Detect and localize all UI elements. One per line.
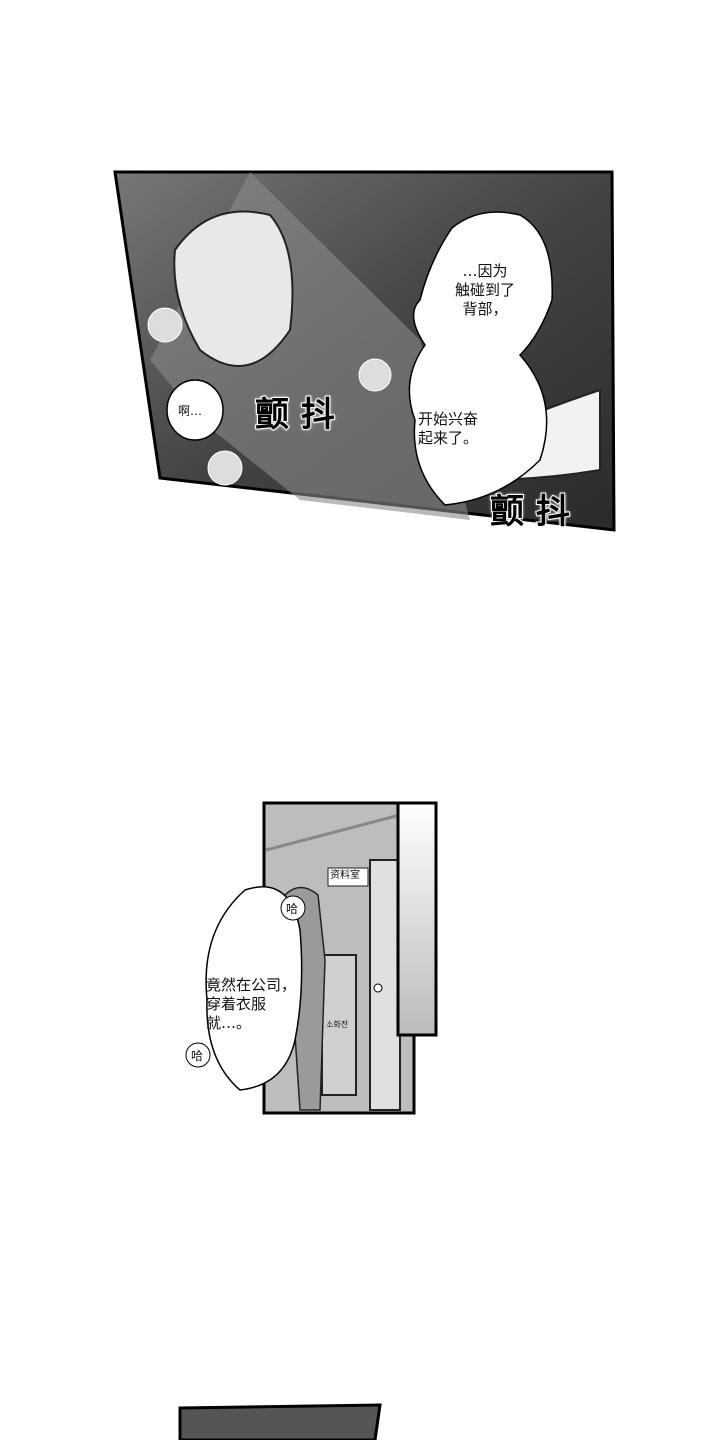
sfx-tremble-left: 颤 抖 (254, 394, 336, 436)
character-hair (173, 210, 294, 367)
panel-1 (113, 170, 616, 532)
speech-bubble (205, 886, 303, 1091)
panel-3 (178, 1403, 382, 1440)
sfx-pant-bottom: 哈 (191, 1049, 204, 1063)
dialogue-touched-back: …因为 触碰到了 背部， (455, 262, 516, 318)
dialogue-at-office: 竟然在公司， 穿着衣服 就…。 (206, 976, 297, 1032)
sfx-pant-top: 哈 (286, 902, 299, 916)
speech-bubble-main (408, 211, 553, 506)
cabinet-label: 소화전 (326, 1020, 349, 1029)
door (369, 859, 401, 1111)
speech-bubble-small (166, 379, 224, 441)
room-sign-text: 资料室 (330, 870, 360, 881)
dialogue-getting-excited: 开始兴奋 起来了。 (418, 410, 479, 447)
room-sign (327, 867, 369, 887)
panel-2 (185, 801, 438, 1115)
dialogue-ah: 啊… (178, 404, 203, 418)
sfx-tremble-right: 颤 抖 (489, 491, 571, 533)
